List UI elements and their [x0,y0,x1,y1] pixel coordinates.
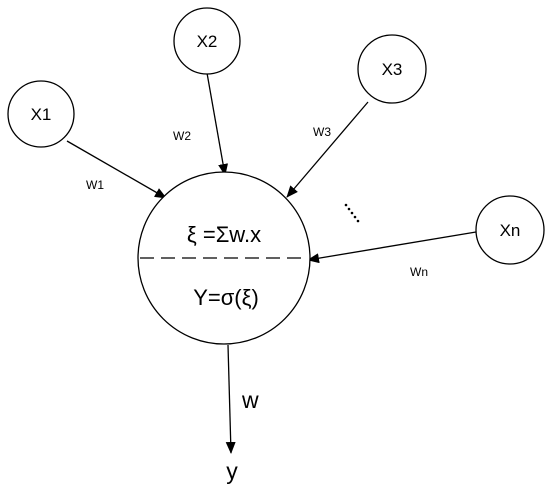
neuron: ξ =Σw.x Y=σ(ξ) [137,171,311,345]
edge-output [225,344,236,454]
input-label-x2: X2 [197,32,218,51]
ellipsis-dots [344,203,360,223]
edge-x2-neuron [206,72,229,176]
output-label: y [226,458,238,484]
sum-formula: ξ =Σw.x [187,222,261,247]
input-label-xn: Xn [500,221,521,240]
input-node-x1: X1 [7,80,75,148]
input-node-x2: X2 [173,7,241,75]
edge-x1-neuron [66,140,167,199]
output-weight-label: w [241,387,259,413]
weight-label-wn: Wn [410,265,428,279]
edge-xn-neuron [307,231,477,264]
input-node-x3: X3 [357,34,427,104]
input-label-x3: X3 [382,60,403,79]
activation-formula: Y=σ(ξ) [193,285,259,310]
input-node-xn: Xn [475,195,545,265]
weight-label-w1: W1 [86,178,104,192]
weight-label-w3: W3 [313,125,331,139]
input-label-x1: X1 [31,105,52,124]
edge-x3-neuron [286,101,369,198]
weight-label-w2: W2 [173,129,191,143]
